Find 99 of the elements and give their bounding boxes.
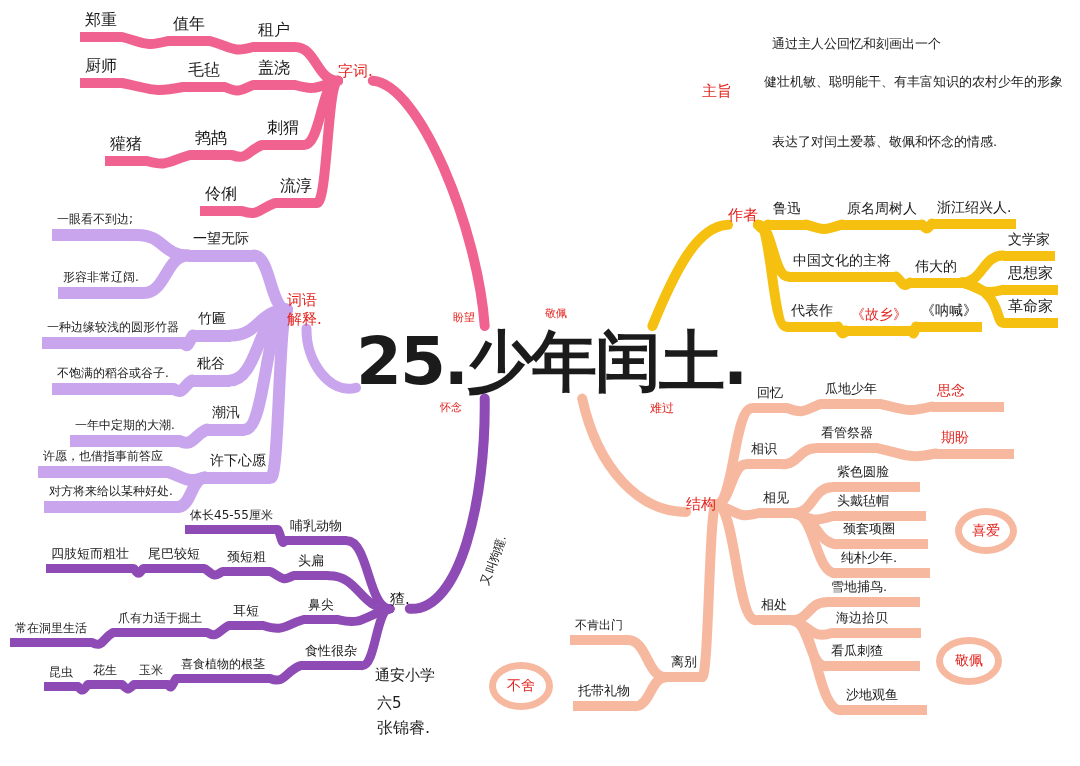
branch-label: 流淳 [275,176,317,208]
summary-text: 健壮机敏、聪明能干、有丰富知识的农村少年的形象 [764,74,1063,91]
branch-label: 獾猪 [105,134,147,166]
heading: 主旨 [702,82,732,101]
branch-stroke [697,499,721,683]
branch-label: 文学家 [1003,231,1055,261]
title: 25.少年闰土. [356,326,746,399]
branch-label: 看瓜刺猹 [826,643,920,672]
branch-stroke [312,75,343,208]
branch-label: 离别 [666,654,702,683]
branch-label: 《呐喊》 [916,302,982,332]
annotation: 敬佩 [545,307,567,321]
branch-heading: 猹. [390,590,410,609]
branch-label: 纯朴少年. [836,550,930,579]
annotation: 怀念 [440,401,462,415]
branch-label: 鹁鸪 [190,128,232,160]
branch-label: 紫色圆脸 [832,464,920,493]
branch-label: 思念 [932,382,1004,412]
branch-label: 秕谷 [192,355,230,387]
branch-heading: 结构 [686,495,716,514]
branch-label: 《故乡》 [846,306,912,336]
branch-label: 哺乳动物 [285,518,347,546]
branch-heading: 作者 [728,206,758,225]
circled-label: 喜爱 [955,508,1017,554]
branch-label: 相见 [758,490,794,519]
summary-text: 表达了对闰土爱慕、敬佩和怀念的情感. [772,134,998,151]
branch-label: 相处 [756,597,792,626]
branch-stroke [577,393,691,517]
branch-label: 潮汛 [207,404,245,436]
author-note: 通安小学 [375,666,435,685]
branch-label: 一年中定期的大潮. [70,418,180,447]
branch-label: 刺猬 [262,118,304,150]
branch-heading: 字词. [338,62,373,81]
author-note: 张锦睿. [377,718,431,738]
branch-label: 伟大的 [910,258,962,288]
branch-stroke [163,674,181,692]
branch-label: 瓜地少年 [820,381,882,410]
branch-label: 中国文化的主将 [788,252,896,282]
branch-label: 一种边缘较浅的圆形竹器 [42,320,184,349]
annotation: 盼望 [453,311,475,325]
branch-label: 体长45-55厘米 [185,508,278,534]
branch-label: 四肢短而粗壮 [46,546,134,574]
branch-label: 许愿，也借指事前答应 [38,449,168,478]
branch-label: 期盼 [936,429,1014,459]
branch-heading: 词语解释. [287,291,326,329]
branch-label: 原名周树人 [842,200,922,230]
branch-label: 毛毡 [183,60,225,92]
branch-stroke [404,393,490,614]
branch-label: 鼻尖 [303,597,339,625]
branch-label: 尾巴较短 [143,546,205,574]
branch-label: 思想家 [1003,264,1058,295]
branch-label: 托带礼物 [573,683,635,712]
branch-label: 玉米 [134,663,168,689]
branch-label: 相识 [746,441,782,470]
branch-label: 颈短粗 [222,549,271,577]
branch-label: 看管祭器 [816,425,878,454]
branch-label: 昆虫 [44,665,78,691]
branch-label: 浙江绍兴人. [932,199,1017,229]
branch-label: 许下心愿 [205,452,271,484]
annotation: 难过 [650,401,674,416]
branch-label: 代表作 [786,302,838,332]
branch-label: 颈套项圈 [838,521,928,550]
branch-label: 盖浇 [253,58,295,90]
branch-label: 头戴毡帽 [832,493,926,522]
branch-stroke [265,303,293,484]
branch-stroke [273,525,290,547]
branch-label: 耳短 [228,603,264,631]
branch-label: 回忆 [752,385,788,414]
edge-label: 又叫狗獾. [478,533,510,587]
branch-label: 对方将来给以某种好处. [44,484,178,513]
circled-label: 敬佩 [936,637,1002,685]
branch-label: 值年 [168,14,210,46]
branch-label: 头扁 [293,553,329,581]
branch-label: 爪有力适于掘土 [113,611,207,637]
circled-label: 不舍 [489,662,553,710]
branch-label: 食性很杂 [300,643,362,671]
branch-label: 鲁迅 [768,200,806,230]
branch-label: 一眼看不到边; [52,212,139,241]
branch-label: 革命家 [1003,297,1058,328]
branch-label: 一望无际 [188,230,254,262]
branch-label: 竹匾 [193,310,231,342]
branch-label: 沙地观鱼 [841,687,927,716]
summary-text: 通过主人公回忆和刻画出一个 [772,36,941,53]
author-note: 六5 [377,694,402,713]
branch-label: 不饱满的稻谷或谷子. [52,366,174,395]
branch-label: 形容非常辽阔. [58,270,144,299]
branch-label: 花生 [88,663,122,689]
branch-stroke [129,564,148,578]
branch-label: 雪地捕鸟. [826,579,920,608]
branch-label: 喜食植物的根茎 [176,657,270,683]
branch-stroke [907,321,921,339]
branch-label: 常在洞里生活 [10,621,92,647]
branch-stroke [367,75,490,331]
branch-label: 厨师 [80,56,122,88]
branch-label: 租户 [253,20,295,52]
branch-label: 不肯出门 [570,618,628,645]
branch-label: 海边拾贝 [831,610,921,639]
branch-label: 伶俐 [200,184,242,216]
branch-label: 郑重 [80,10,122,42]
